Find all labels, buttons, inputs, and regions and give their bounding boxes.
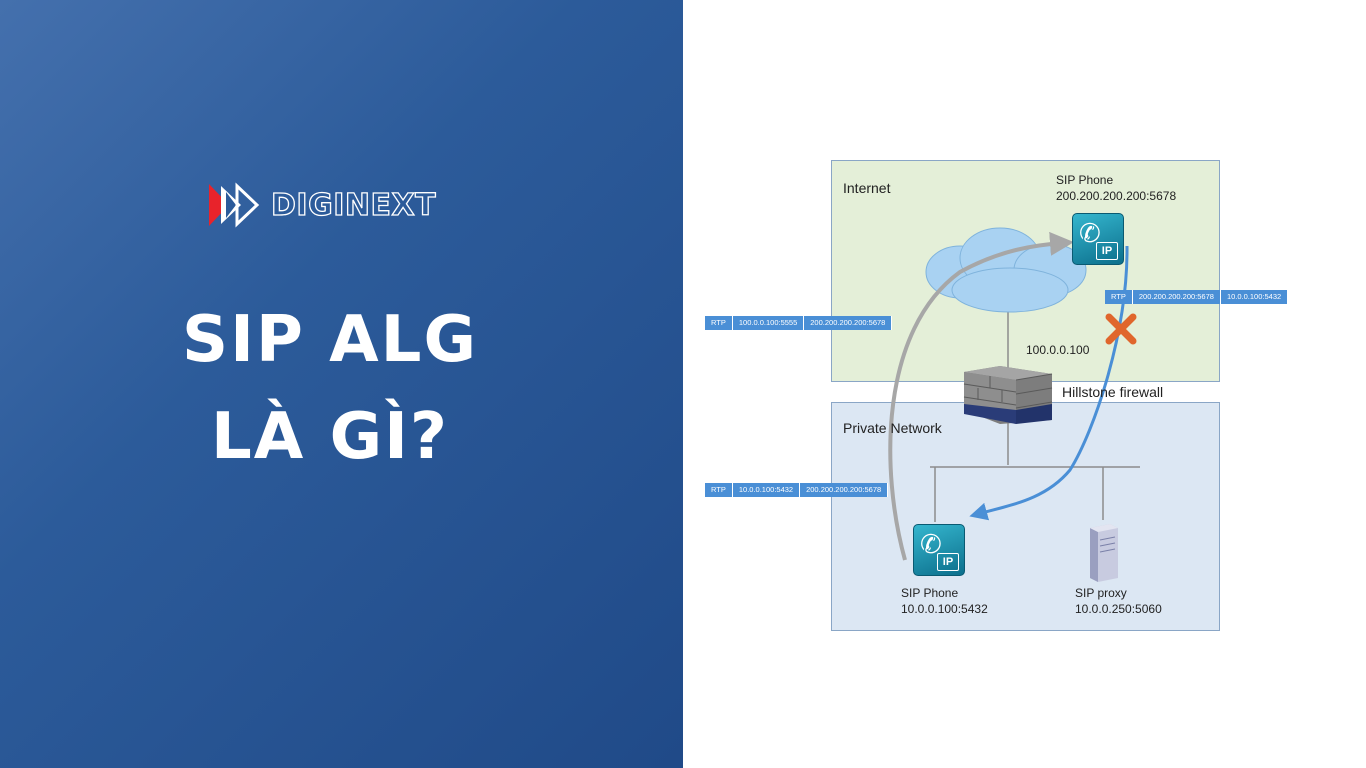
rtp-tag-source: 10.0.0.100:5432 xyxy=(732,483,801,497)
outbound-rtp-arrow xyxy=(888,231,1074,561)
internet-label: Internet xyxy=(843,180,891,196)
sip-proxy-address: 10.0.0.250:5060 xyxy=(1075,602,1162,616)
rtp-tag-outbound-public: RTP 100.0.0.100:5555 200.200.200.200:567… xyxy=(705,316,893,330)
inbound-rtp-arrow xyxy=(969,245,1129,521)
network-lines xyxy=(930,310,1140,522)
local-phone-title: SIP Phone xyxy=(901,586,959,600)
rtp-tag-destination: 200.200.200.200:5678 xyxy=(800,483,889,497)
firewall-label: Hillstone firewall xyxy=(1062,384,1164,400)
internet-cloud-icon xyxy=(925,227,1087,313)
public-ip-label: 100.0.0.100 xyxy=(1026,343,1090,357)
private-network-label: Private Network xyxy=(843,420,942,436)
handset-icon: ✆ xyxy=(1079,218,1101,248)
brand-name: DIGINEXT xyxy=(270,187,437,223)
remote-phone-title: SIP Phone xyxy=(1056,173,1114,187)
sip-proxy-title: SIP proxy xyxy=(1075,586,1127,600)
headline-line-1: SIP ALG xyxy=(182,303,478,377)
rtp-tag-destination: 200.200.200.200:5678 xyxy=(804,316,893,330)
left-panel: DIGINEXT SIP ALG LÀ GÌ? xyxy=(0,0,683,768)
rtp-tag-source: 200.200.200.200:5678 xyxy=(1132,290,1221,304)
rtp-tag-protocol: RTP xyxy=(705,316,733,330)
handset-icon: ✆ xyxy=(920,529,942,559)
remote-sip-phone-icon: ✆ IP xyxy=(1072,213,1124,265)
blocked-x-icon xyxy=(1105,313,1137,345)
remote-phone-address: 200.200.200.200:5678 xyxy=(1056,189,1177,203)
local-phone-address: 10.0.0.100:5432 xyxy=(901,602,988,616)
brand-logo: DIGINEXT xyxy=(207,182,436,228)
brand-play-icon xyxy=(209,182,260,228)
rtp-tag-inbound-public: RTP 200.200.200.200:5678 10.0.0.100:5432 xyxy=(1105,290,1289,304)
rtp-tag-source: 100.0.0.100:5555 xyxy=(732,316,805,330)
rtp-tag-protocol: RTP xyxy=(705,483,733,497)
ip-badge: IP xyxy=(1096,242,1118,260)
rtp-tag-outbound-private: RTP 10.0.0.100:5432 200.200.200.200:5678 xyxy=(705,483,889,497)
ip-badge: IP xyxy=(937,553,959,571)
firewall-icon xyxy=(963,366,1053,424)
sip-proxy-server-icon xyxy=(1090,524,1118,582)
rtp-tag-destination: 10.0.0.100:5432 xyxy=(1220,290,1289,304)
headline-line-2: LÀ GÌ? xyxy=(210,400,450,474)
rtp-tag-protocol: RTP xyxy=(1105,290,1133,304)
local-sip-phone-icon: ✆ IP xyxy=(913,524,965,576)
